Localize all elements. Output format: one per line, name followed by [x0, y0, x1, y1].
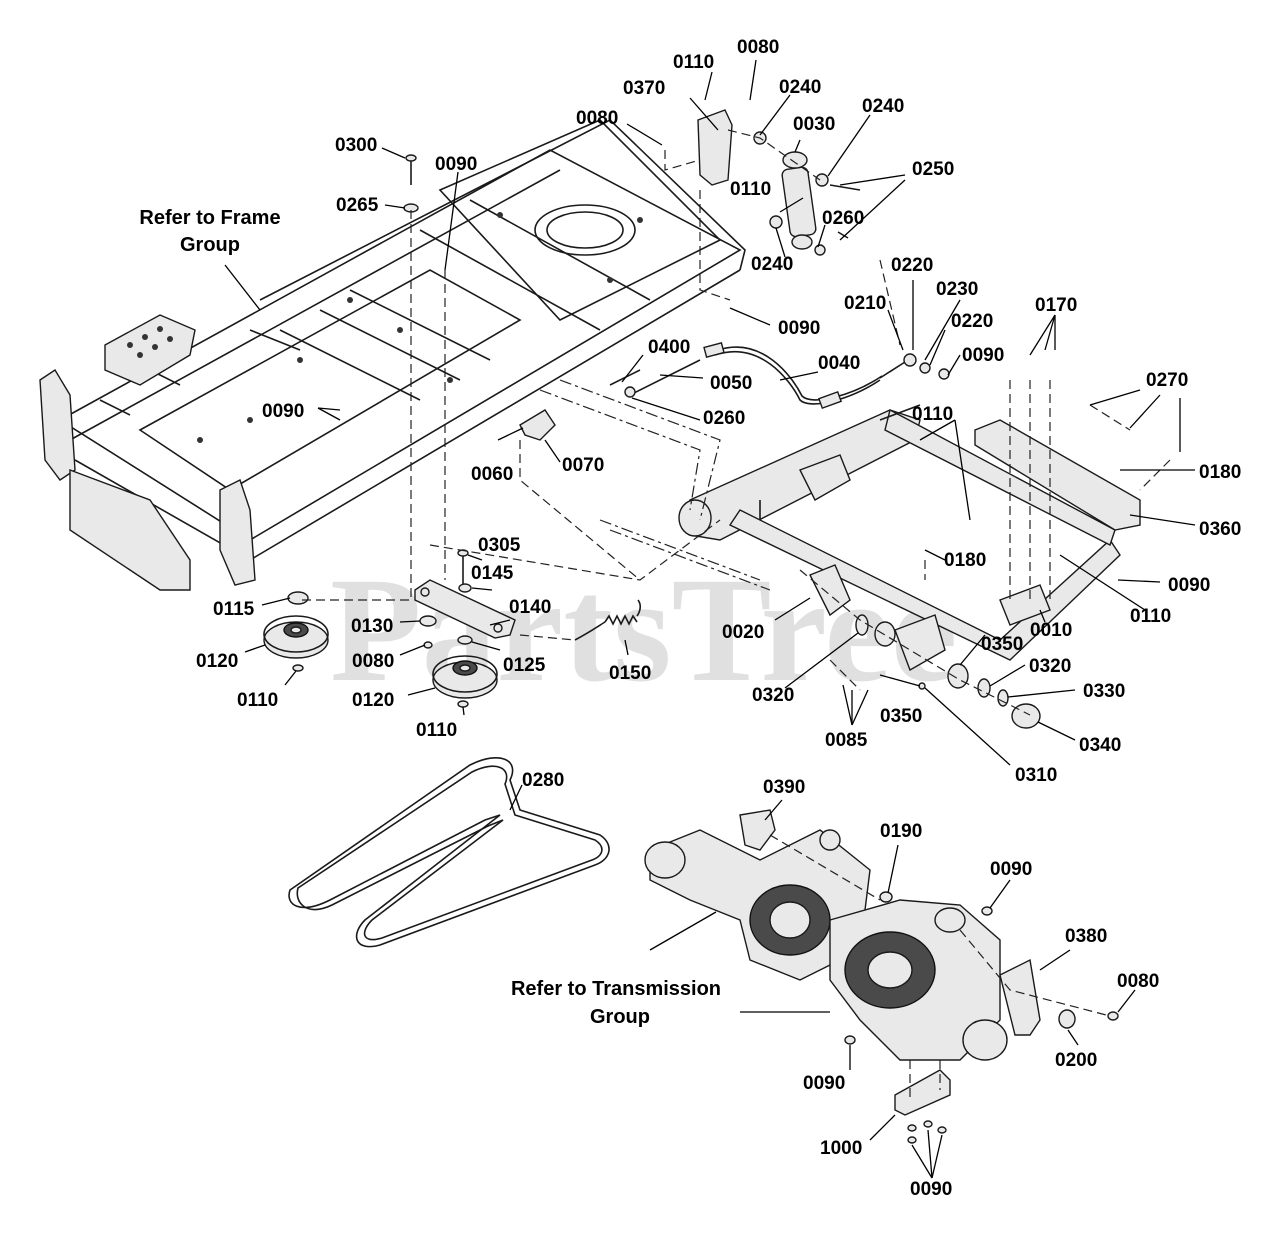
part-label: 0080	[737, 37, 779, 58]
pivot-stack	[809, 564, 1041, 729]
assembly-lines	[298, 129, 1171, 1100]
part-label: 0120	[352, 690, 394, 711]
part-label: 0150	[609, 663, 651, 684]
part-label: 0305	[478, 535, 521, 556]
part-label: 0265	[336, 195, 379, 216]
part-label: 0090	[778, 318, 820, 339]
part-label: 0270	[1146, 370, 1188, 391]
transmission-left	[644, 809, 871, 981]
part-label: 0085	[825, 730, 868, 751]
part-label: 0390	[763, 777, 805, 798]
part-label: 0280	[522, 770, 564, 791]
idler-assembly	[263, 154, 642, 708]
part-label: 0190	[880, 821, 922, 842]
part-label: 1000	[820, 1138, 862, 1159]
leader-lines	[224, 59, 1196, 1179]
part-label: 0010	[1030, 620, 1072, 641]
part-label: 0090	[962, 345, 1004, 366]
part-label: 0110	[416, 720, 457, 741]
frame-group-ref-line1: Refer to Frame	[139, 207, 280, 229]
part-label: 0080	[352, 651, 394, 672]
part-label: 0080	[1117, 971, 1159, 992]
transmission-group-ref-line2: Group	[590, 1006, 650, 1028]
part-label: 0110	[673, 52, 714, 73]
shock-assembly	[697, 109, 861, 256]
part-label: 0310	[1015, 765, 1057, 786]
part-label: 0330	[1083, 681, 1125, 702]
part-label: 0240	[751, 254, 793, 275]
part-label: 0090	[910, 1179, 952, 1200]
part-label: 0110	[1130, 606, 1171, 627]
part-label: 0030	[793, 114, 835, 135]
cable-assembly	[609, 341, 950, 410]
drive-belt	[288, 756, 610, 948]
frame-assembly	[39, 119, 746, 591]
part-label: 0240	[862, 96, 904, 117]
part-label: 0320	[752, 685, 794, 706]
part-label: 0250	[912, 159, 954, 180]
transmission-group-ref-line1: Refer to Transmission	[511, 978, 721, 1000]
part-label: 0360	[1199, 519, 1241, 540]
part-label: 0090	[990, 859, 1032, 880]
part-label: 0220	[951, 311, 993, 332]
part-label: 0110	[237, 690, 278, 711]
part-label: 0090	[1168, 575, 1210, 596]
part-label: 0210	[844, 293, 886, 314]
part-label: 0370	[623, 78, 665, 99]
swing-frame	[678, 404, 1141, 672]
part-label: 0090	[262, 401, 304, 422]
part-label: 0140	[509, 597, 551, 618]
part-label: 0070	[562, 455, 604, 476]
part-label: 0130	[351, 616, 393, 637]
part-label: 0220	[891, 255, 933, 276]
part-label: 0115	[213, 599, 255, 620]
part-label: 0180	[944, 550, 986, 571]
transmission-right	[829, 891, 1119, 1144]
part-label: 0380	[1065, 926, 1107, 947]
part-label: 0240	[779, 77, 821, 98]
part-label: 0350	[880, 706, 922, 727]
part-label: 0300	[335, 135, 377, 156]
part-label: 0080	[576, 108, 618, 129]
part-label: 0260	[703, 408, 745, 429]
part-label: 0120	[196, 651, 238, 672]
part-label: 0110	[730, 179, 771, 200]
part-label: 0340	[1079, 735, 1121, 756]
part-label: 0170	[1035, 295, 1077, 316]
part-label: 0320	[1029, 656, 1071, 677]
part-label: 0060	[471, 464, 513, 485]
part-label: 0230	[936, 279, 978, 300]
part-label: 0050	[710, 373, 752, 394]
part-label: 0180	[1199, 462, 1241, 483]
part-label: 0350	[981, 634, 1023, 655]
part-label: 0040	[818, 353, 860, 374]
frame-group-ref-line2: Group	[180, 234, 240, 256]
part-label: 0145	[471, 563, 514, 584]
part-label: 0125	[503, 655, 546, 676]
part-label: 0260	[822, 208, 864, 229]
part-label: 0110	[912, 404, 953, 425]
part-label: 0090	[803, 1073, 845, 1094]
part-label: 0090	[435, 154, 477, 175]
part-label: 0200	[1055, 1050, 1097, 1071]
part-label: 0400	[648, 337, 690, 358]
part-label: 0020	[722, 622, 764, 643]
part-labels: 0110 0080 0370 0240 0080 0030 0240 0300 …	[196, 37, 1241, 1200]
